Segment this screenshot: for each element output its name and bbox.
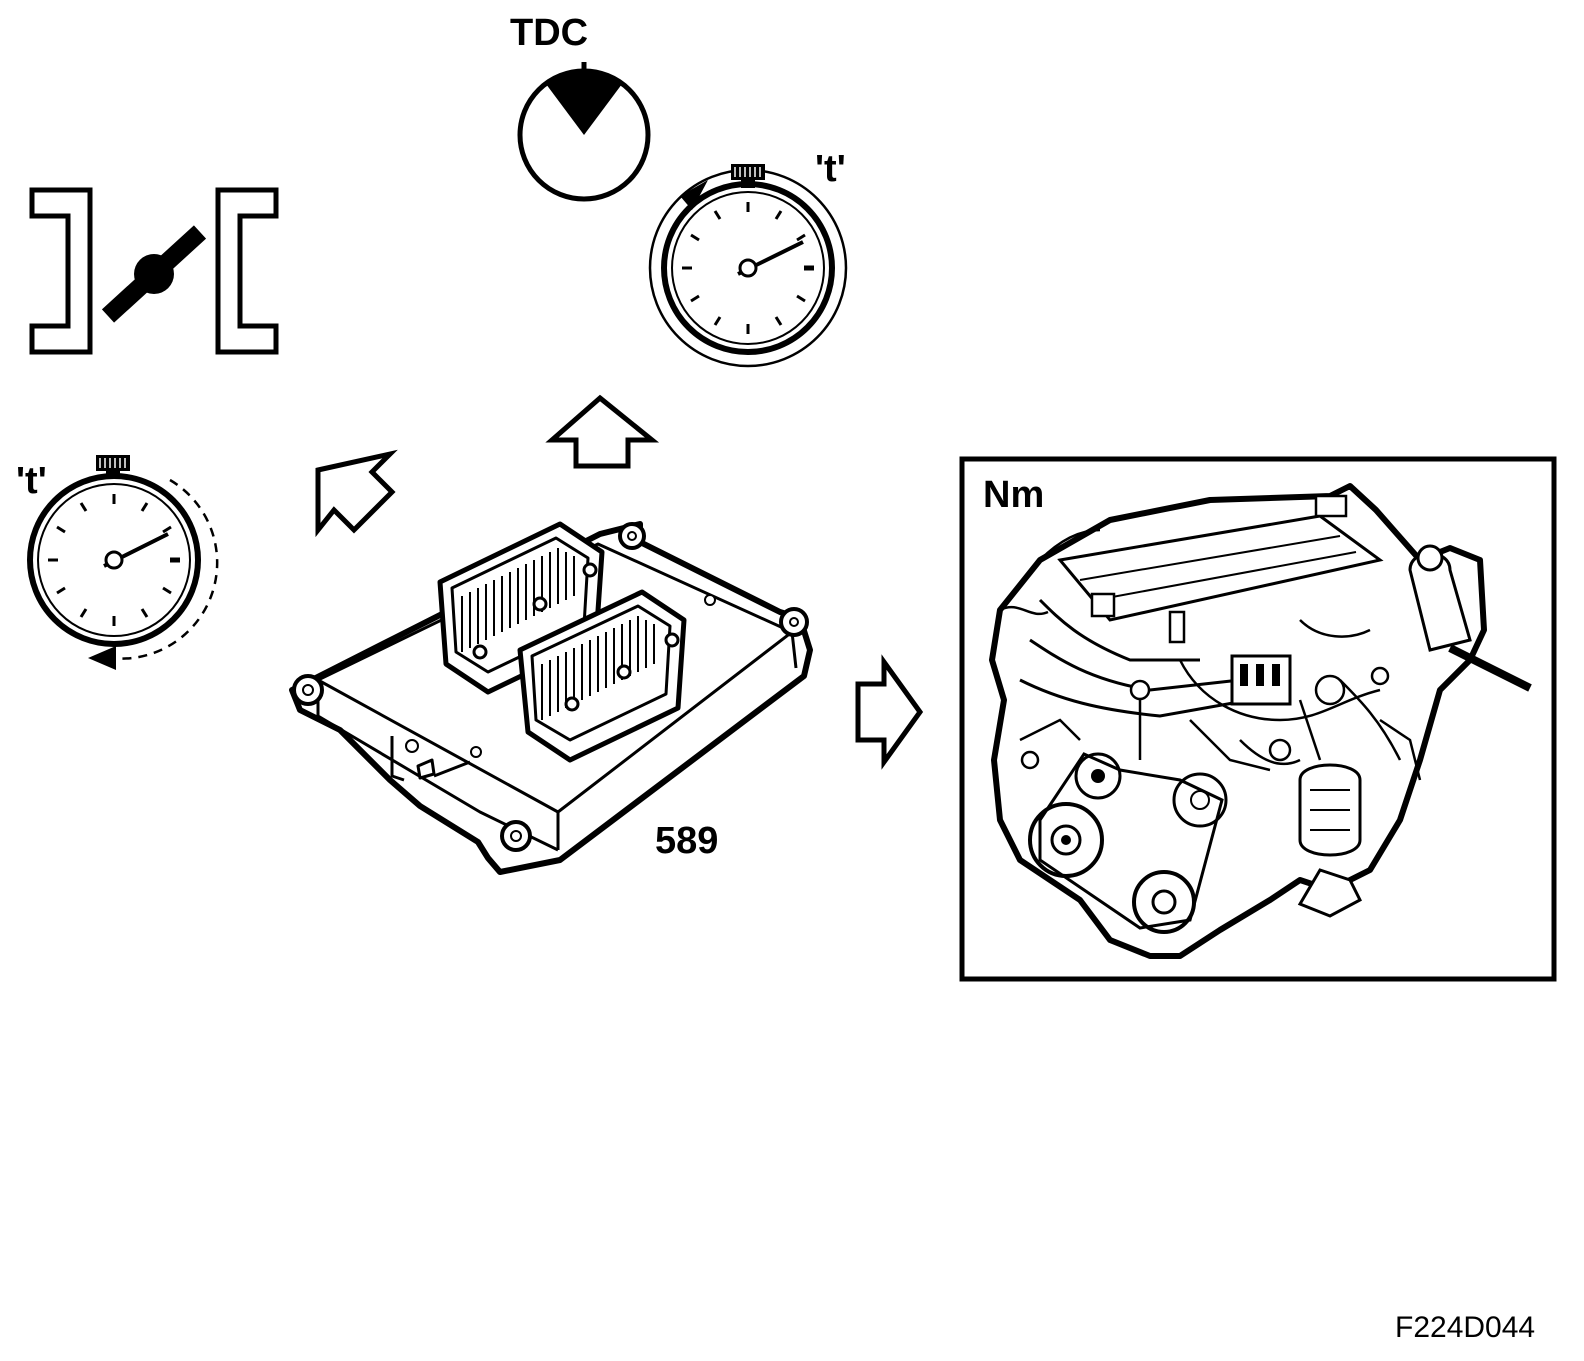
time-label-left: 't' [16, 460, 47, 502]
stopwatch-counterclockwise-icon [27, 455, 219, 670]
tdc-dial-icon [517, 62, 651, 202]
part-number-label: 589 [655, 820, 719, 862]
torque-label: Nm [983, 474, 1045, 516]
arrow-up-outline-icon [545, 394, 660, 469]
tdc-label: TDC [510, 12, 589, 54]
figure-code-label: F224D044 [1395, 1311, 1536, 1344]
arrow-right-outline-icon [855, 654, 924, 770]
bracket-throttle-icon [29, 187, 279, 355]
stopwatch-clockwise-icon [648, 164, 848, 368]
time-label-top: 't' [815, 148, 846, 190]
engine-illustration [959, 456, 1557, 982]
arrow-up-left-outline-icon [315, 449, 398, 538]
control-module-589 [289, 521, 813, 875]
